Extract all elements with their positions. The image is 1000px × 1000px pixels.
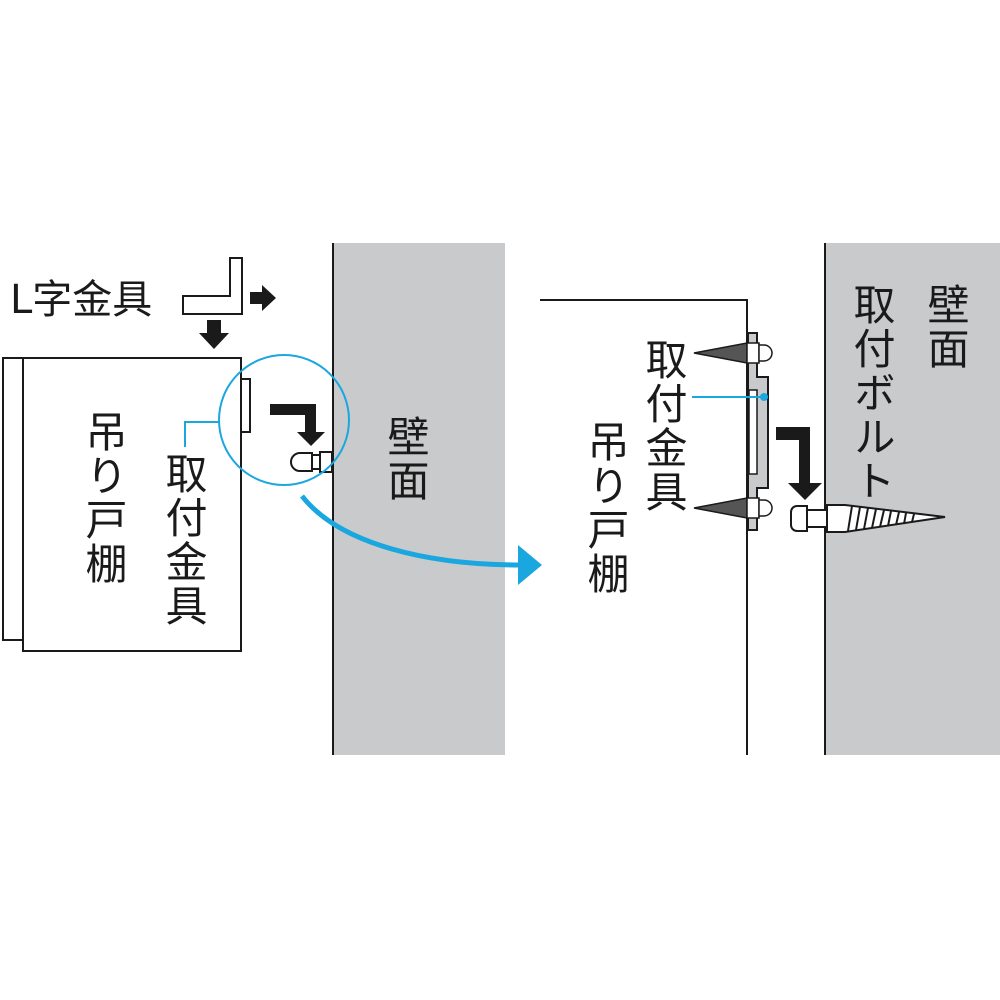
cabinet-side-line <box>540 299 748 755</box>
hook-arrow-icon <box>776 427 822 500</box>
arrow-right-icon <box>250 285 276 311</box>
cabinet-body <box>22 357 242 652</box>
screw-top-icon <box>693 342 773 364</box>
mount-bracket-label-detail: 取付金具 <box>639 338 688 514</box>
cabinet-door <box>2 357 24 641</box>
mount-bracket-small <box>240 378 251 433</box>
bolt-head-icon <box>290 451 333 473</box>
zoom-circle <box>218 354 350 486</box>
left-wall <box>333 243 505 755</box>
zoom-arrow <box>300 494 521 568</box>
l-bracket-icon <box>182 257 243 315</box>
l-bracket-label: L字金具 <box>10 277 153 323</box>
cabinet-label-detail: 吊り戸棚 <box>581 420 630 596</box>
mount-bracket-label: 取付金具 <box>159 452 208 628</box>
arrow-down-icon <box>199 320 229 349</box>
cabinet-label: 吊り戸棚 <box>79 410 128 586</box>
bolt-label: 取付ボルト <box>847 283 896 503</box>
screw-bottom-icon <box>693 497 773 519</box>
right-wall <box>825 243 1000 755</box>
hook-arrow-icon <box>270 404 325 446</box>
wall-label: 壁面 <box>381 415 430 503</box>
wall-label-detail: 壁面 <box>921 283 970 371</box>
mounting-bolt-icon <box>790 504 946 533</box>
